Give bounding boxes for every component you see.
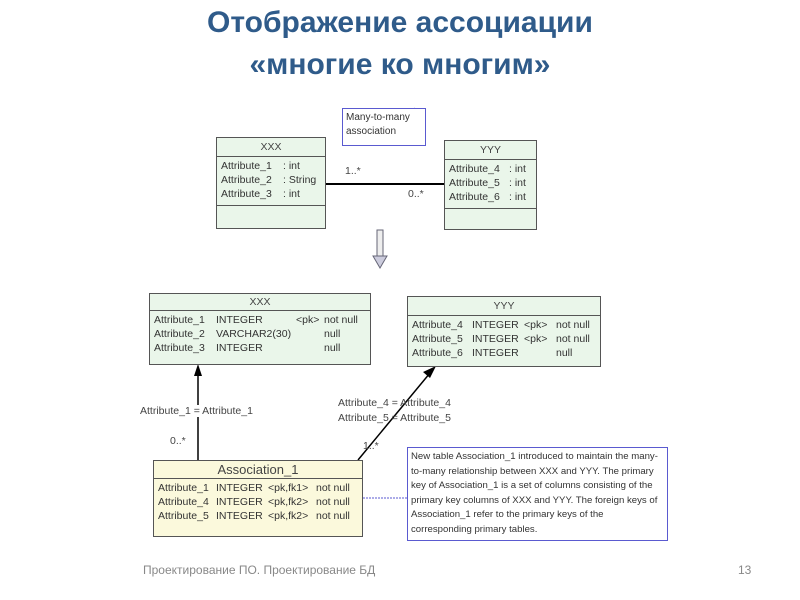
uml-class-yyy[interactable]: YYY Attribute_4 : int Attribute_5 : int At…	[444, 140, 537, 230]
col-key: <pk>	[524, 333, 548, 345]
col-type: INTEGER	[216, 342, 263, 354]
uml-class-xxx[interactable]: XXX Attribute_1 : int Attribute_2 : String…	[216, 137, 326, 229]
db-note: New table Association_1 introduced to ma…	[407, 447, 668, 541]
fk2-line	[357, 372, 431, 461]
class-name: YYY	[445, 141, 536, 160]
multiplicity-fk1: 0..*	[170, 435, 186, 447]
uml-note: Many-to-many association	[342, 108, 426, 146]
attr-name: Attribute_5	[449, 177, 500, 189]
col-null: not null	[316, 482, 350, 494]
col-null: not null	[316, 496, 350, 508]
col-type: INTEGER	[472, 333, 519, 345]
col-null: not null	[556, 319, 590, 331]
col-key: <pk,fk1>	[268, 482, 309, 494]
col-type: VARCHAR2(30)	[216, 328, 292, 340]
attr-name: Attribute_1	[221, 160, 272, 172]
col-name: Attribute_1	[154, 314, 205, 326]
attr-type: : int	[509, 191, 526, 203]
class-name: XXX	[217, 138, 325, 157]
col-name: Attribute_4	[412, 319, 463, 331]
multiplicity-right: 0..*	[408, 188, 424, 200]
slide-title-line1: Отображение ассоциации	[207, 6, 593, 39]
table-name: Association_1	[154, 461, 362, 479]
col-name: Attribute_4	[158, 496, 209, 508]
col-null: not null	[556, 333, 590, 345]
table-name: XXX	[150, 294, 370, 311]
col-null: not null	[324, 314, 358, 326]
attr-name: Attribute_6	[449, 191, 500, 203]
col-key	[296, 341, 324, 355]
attr-type: : int	[283, 160, 300, 172]
join-label-2b: Attribute_5 = Attribute_5	[338, 412, 451, 424]
attr-name: Attribute_3	[221, 188, 272, 200]
col-key: <pk>	[296, 314, 320, 326]
col-name: Attribute_6	[412, 347, 463, 359]
col-null: not null	[316, 510, 350, 522]
col-key	[296, 327, 324, 341]
col-key: <pk,fk2>	[268, 496, 309, 508]
col-null: null	[324, 328, 341, 340]
slide-title-line2: «многие ко многим»	[249, 48, 551, 81]
transform-arrow-icon	[372, 229, 388, 269]
attr-type: : int	[283, 188, 300, 200]
col-null: null	[556, 347, 573, 359]
col-name: Attribute_5	[158, 510, 209, 522]
fk1-arrowhead	[194, 364, 202, 376]
col-name: Attribute_2	[154, 328, 205, 340]
attr-type: : int	[509, 177, 526, 189]
col-key	[524, 346, 556, 360]
col-name: Attribute_1	[158, 482, 209, 494]
col-type: INTEGER	[216, 314, 263, 326]
footer-text: Проектирование ПО. Проектирование БД	[143, 563, 376, 577]
col-name: Attribute_3	[154, 342, 205, 354]
col-key: <pk,fk2>	[268, 510, 309, 522]
fk2-arrowhead	[423, 366, 436, 378]
col-type: INTEGER	[216, 496, 263, 508]
col-key: <pk>	[524, 319, 548, 331]
attr-name: Attribute_4	[449, 163, 500, 175]
col-type: INTEGER	[472, 319, 519, 331]
attr-type: : int	[509, 163, 526, 175]
col-type: INTEGER	[472, 347, 519, 359]
multiplicity-fk2: 1..*	[363, 440, 379, 452]
page-number: 13	[738, 563, 752, 577]
multiplicity-left: 1..*	[345, 165, 361, 177]
col-type: INTEGER	[216, 510, 263, 522]
attr-name: Attribute_2	[221, 174, 272, 186]
col-type: INTEGER	[216, 482, 263, 494]
join-label-2a: Attribute_4 = Attribute_4	[338, 397, 451, 409]
join-label-1: Attribute_1 = Attribute_1	[140, 405, 253, 417]
col-null: null	[324, 342, 341, 354]
col-name: Attribute_5	[412, 333, 463, 345]
table-name: YYY	[408, 297, 600, 316]
attr-type: : String	[283, 174, 317, 186]
